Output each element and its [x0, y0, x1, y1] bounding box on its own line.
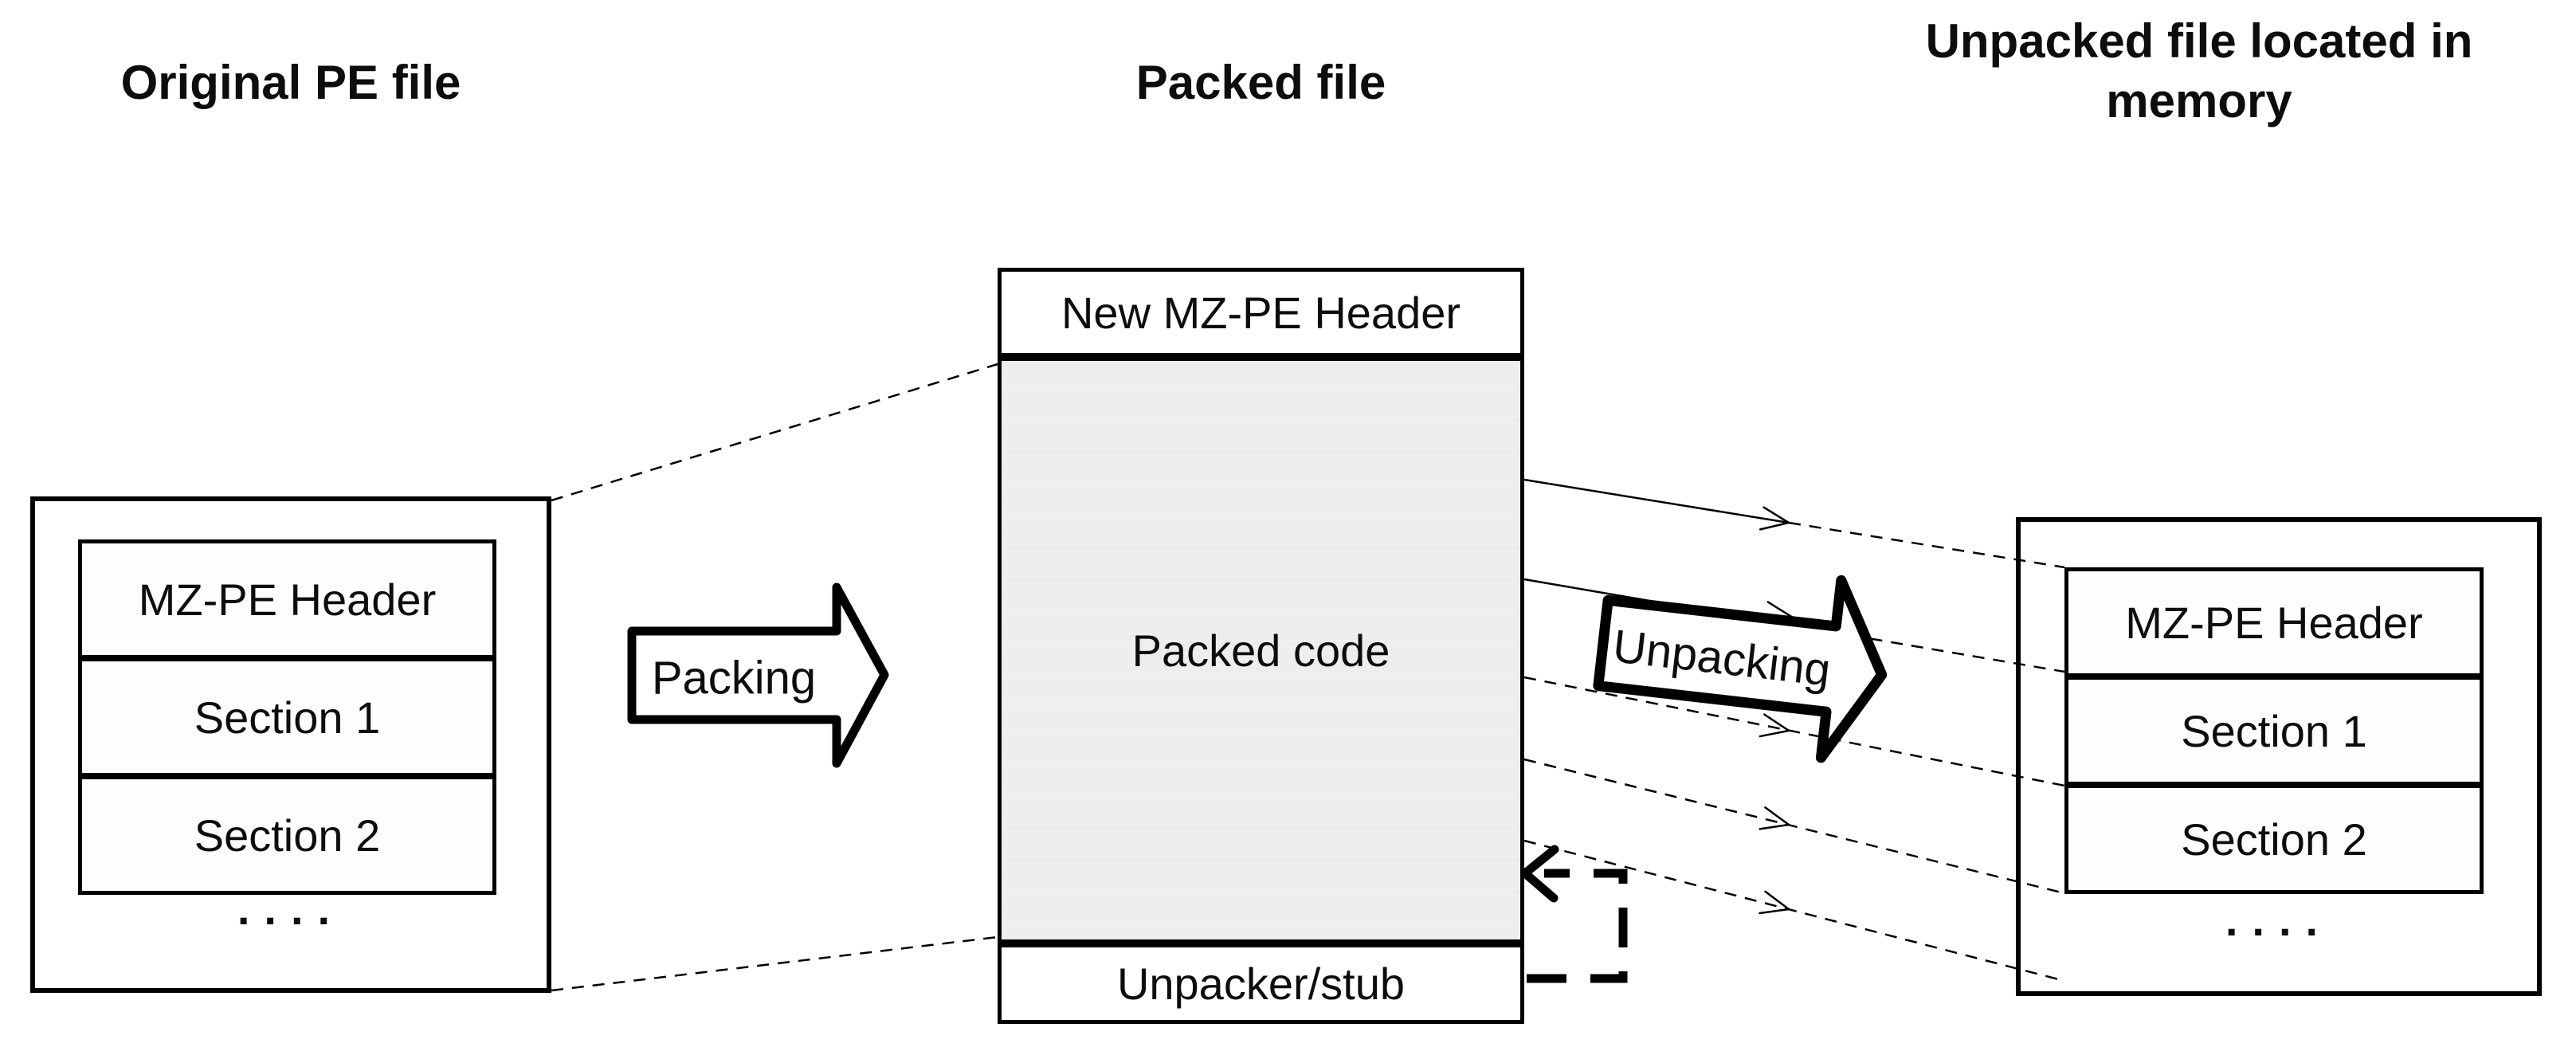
- fan-line-2-solid: [1523, 578, 1790, 626]
- unpacking-arrow-shape: [1593, 575, 1888, 763]
- unpacked-file-sections: MZ-PE Header Section 1 Section 2: [2064, 567, 2484, 894]
- original-section-1-row: Section 1: [78, 657, 496, 777]
- packing-funnel-lines: [551, 363, 998, 992]
- original-more-sections-ellipsis: ....: [237, 884, 345, 934]
- packing-arrow-label: Packing: [652, 653, 816, 704]
- unpacked-section-1-row: Section 1: [2064, 676, 2484, 786]
- unpacked-section-2-row: Section 2: [2064, 784, 2484, 894]
- fan-line-4: [1523, 758, 2065, 895]
- packing-arrow-shape: [627, 582, 889, 768]
- fan-line-3: [1523, 676, 2065, 787]
- fan-arrowhead-4: [1759, 806, 1792, 830]
- unpacker-stub-row: Unpacker/stub: [1002, 947, 1520, 1020]
- unpacking-arrow-label: Unpacking: [1610, 620, 1833, 696]
- original-pe-file-sections: MZ-PE Header Section 1 Section 2: [78, 539, 496, 895]
- unpacking-arrow: Unpacking: [1593, 575, 1888, 763]
- fan-arrowhead-5: [1759, 890, 1792, 915]
- title-unpacked-file-in-memory: Unpacked file located in memory: [1925, 14, 2473, 127]
- new-mz-pe-header-row: New MZ-PE Header: [1002, 272, 1520, 361]
- unpacking-fan-lines: [1523, 478, 2065, 982]
- unpacked-more-sections-ellipsis: ....: [2225, 895, 2333, 945]
- title-original-pe-file: Original PE file: [120, 56, 461, 109]
- packed-file-box: New MZ-PE Header Packed code Unpacker/st…: [998, 268, 1524, 1024]
- fan-arrowhead-1: [1759, 506, 1792, 531]
- fan-arrowhead-2: [1762, 601, 1796, 626]
- fan-line-5: [1523, 839, 2065, 982]
- funnel-line-bottom: [551, 935, 998, 992]
- loopback-path: [1527, 869, 1628, 983]
- loopback-arrowhead: [1520, 845, 1559, 903]
- packed-code-region: Packed code: [1002, 361, 1520, 947]
- fan-arrowhead-3: [1759, 713, 1792, 738]
- unpacked-mz-pe-header-row: MZ-PE Header: [2064, 567, 2484, 677]
- funnel-line-top: [551, 363, 998, 502]
- fan-line-1-solid: [1523, 478, 1790, 524]
- unpacker-loopback-arrow: [1520, 845, 1628, 983]
- title-packed-file: Packed file: [1135, 56, 1386, 109]
- packing-arrow: Packing: [627, 582, 889, 768]
- original-mz-pe-header-row: MZ-PE Header: [78, 539, 496, 659]
- original-section-2-row: Section 2: [78, 775, 496, 895]
